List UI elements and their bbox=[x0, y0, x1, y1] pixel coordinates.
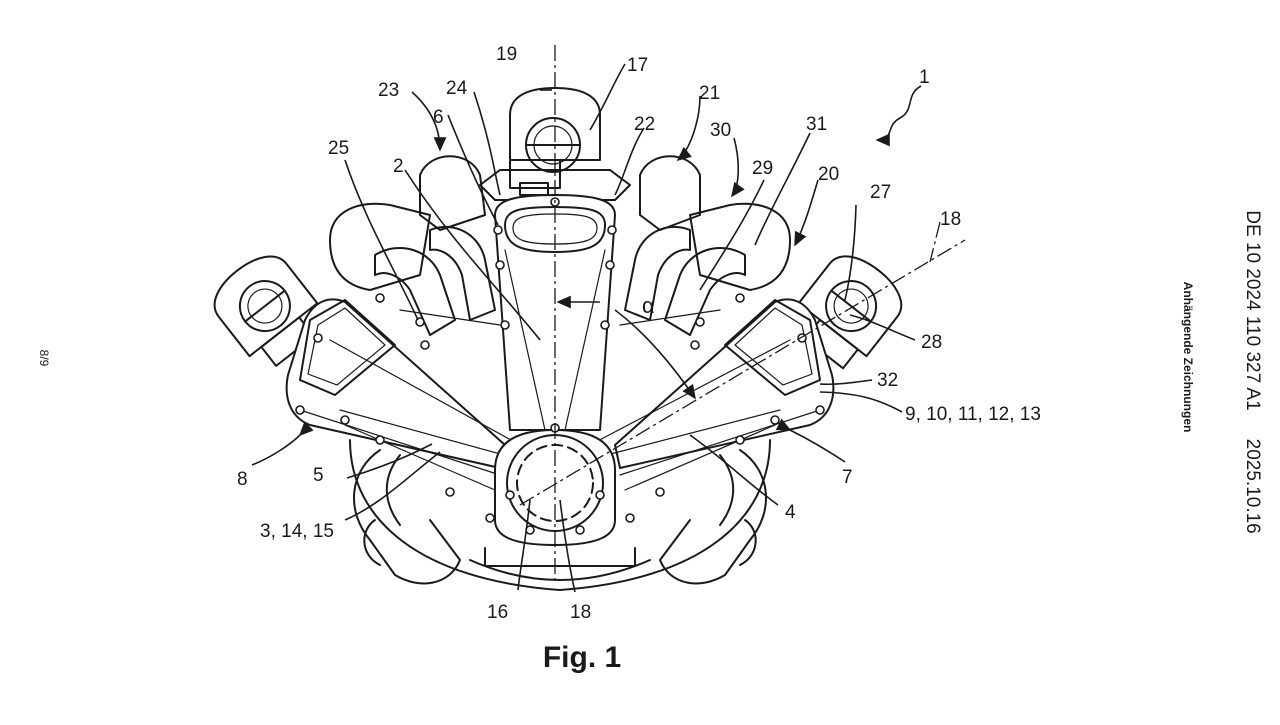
document-id-and-date: DE 10 2024 110 327 A1 2025.10.16 bbox=[1242, 210, 1263, 533]
inclined-axis-18 bbox=[519, 239, 966, 506]
ref-29: 29 bbox=[752, 158, 773, 179]
ref-27: 27 bbox=[870, 182, 891, 203]
ref-31: 31 bbox=[806, 114, 827, 135]
leader-lines bbox=[251, 63, 922, 593]
reference-numerals: 1 2 3, 14, 15 4 5 6 7 8 9, 10, 11, 12, 1… bbox=[237, 44, 1041, 623]
page-number: 8/9 bbox=[37, 350, 51, 367]
ref-6: 6 bbox=[433, 107, 444, 128]
figure-caption: Fig. 1 bbox=[543, 641, 621, 674]
ref-19: 19 bbox=[496, 44, 517, 65]
ref-28: 28 bbox=[921, 332, 942, 353]
ref-18-bottom: 18 bbox=[570, 602, 591, 623]
ref-17: 17 bbox=[627, 55, 648, 76]
ref-30: 30 bbox=[710, 120, 731, 141]
section-heading: Anhängende Zeichnungen bbox=[1181, 282, 1195, 433]
document-id: DE 10 2024 110 327 A1 bbox=[1242, 210, 1263, 410]
angle-alpha-label: α bbox=[642, 293, 655, 318]
ref-22: 22 bbox=[634, 114, 655, 135]
ref-4: 4 bbox=[785, 502, 796, 523]
ref-5: 5 bbox=[313, 465, 324, 486]
ref-2: 2 bbox=[393, 156, 404, 177]
engine-outline bbox=[213, 87, 903, 591]
ref-20: 20 bbox=[818, 164, 839, 185]
ref-8: 8 bbox=[237, 469, 248, 490]
ref-25: 25 bbox=[328, 138, 349, 159]
ref-1: 1 bbox=[919, 67, 930, 88]
ref-3-14-15: 3, 14, 15 bbox=[260, 521, 334, 542]
ref-21: 21 bbox=[699, 83, 720, 104]
ref-24: 24 bbox=[446, 78, 468, 99]
ref-32: 32 bbox=[877, 370, 898, 391]
angle-alpha bbox=[556, 295, 696, 400]
centre-axes bbox=[519, 45, 966, 585]
ref-18-top: 18 bbox=[940, 209, 961, 230]
ref-7: 7 bbox=[842, 467, 853, 488]
document-date: 2025.10.16 bbox=[1242, 439, 1263, 534]
ref-9-10-11-12-13: 9, 10, 11, 12, 13 bbox=[905, 404, 1041, 425]
ref-16: 16 bbox=[487, 602, 508, 623]
ref-23: 23 bbox=[378, 80, 399, 101]
